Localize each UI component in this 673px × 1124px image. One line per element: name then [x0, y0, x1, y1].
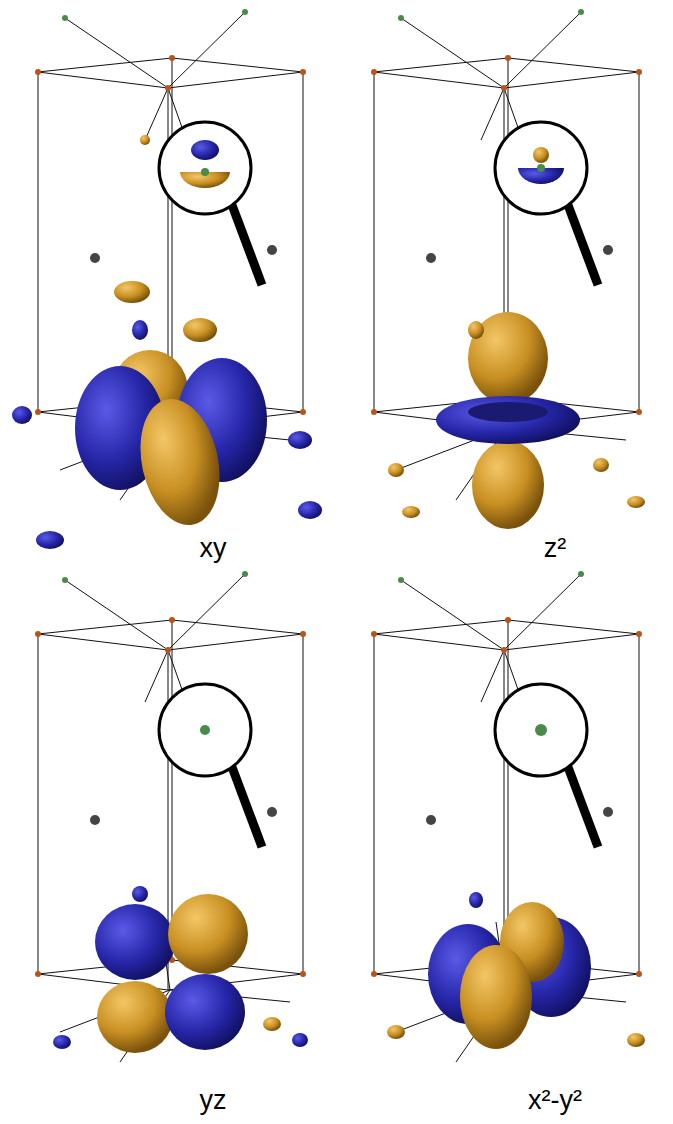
orbital-label: z² [544, 533, 567, 564]
orbital-label: yz [200, 1085, 227, 1116]
orbital-label: x²-y² [528, 1085, 582, 1116]
orbital-label: xy [200, 533, 227, 564]
